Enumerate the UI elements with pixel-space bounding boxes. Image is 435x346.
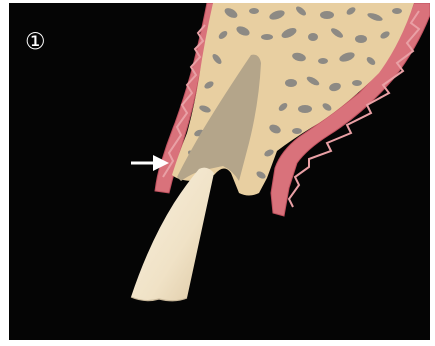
illustration-figure: ① [9,3,430,340]
instrument-tip [131,168,214,301]
socket-diagram: ① [9,3,430,340]
step-number-label: ① [25,29,46,55]
